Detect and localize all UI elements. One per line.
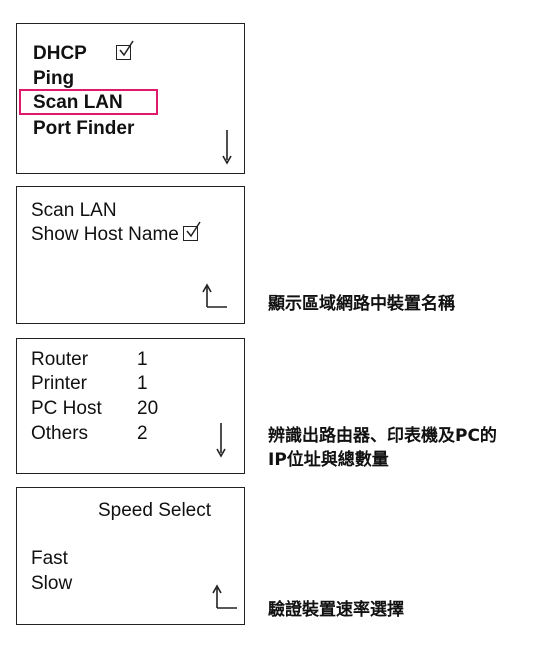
result-count: 20 [137,398,159,419]
ip-count-note-line1: 辨識出路由器、印表機及PC的 [268,426,497,446]
ip-count-note-line2: IP位址與總數量 [268,450,389,470]
show-host-name-checkbox[interactable] [182,221,201,241]
return-arrow-icon[interactable] [199,283,229,311]
return-arrow-icon[interactable] [209,584,239,612]
speed-select-title: Speed Select [98,500,212,521]
speed-option-fast[interactable]: Fast [31,548,68,569]
speed-option-slow[interactable]: Slow [31,573,73,594]
result-row-router: Router 1 [31,348,148,371]
result-count: 1 [137,349,148,370]
result-label: PC Host [31,398,102,419]
menu-item-ping[interactable]: Ping [33,67,74,90]
host-name-note: 顯示區域網路中裝置名稱 [268,294,455,314]
menu-item-dhcp-label: DHCP [33,43,87,64]
result-label: Router [31,349,89,370]
menu-item-dhcp[interactable]: DHCP [33,40,134,65]
menu-item-port-finder-label: Port Finder [33,118,135,139]
menu-item-ping-label: Ping [33,68,75,89]
menu-item-scan-lan-label: Scan LAN [33,92,123,113]
result-label: Printer [31,373,87,394]
scan-lan-title: Scan LAN [31,200,117,221]
speed-select-panel: Speed Select Fast Slow [16,487,245,625]
result-row-printer: Printer 1 [31,372,148,395]
result-row-others: Others 2 [31,422,148,445]
result-label: Others [31,423,89,444]
scan-lan-panel: Scan LAN Show Host Name [16,186,245,324]
ip-count-note: 辨識出路由器、印表機及PC的 IP位址與總數量 [268,424,497,472]
menu-panel: DHCP Ping Scan LAN Port Finder [16,23,245,174]
show-host-name-option[interactable]: Show Host Name [31,221,201,246]
speed-note: 驗證裝置速率選擇 [268,600,404,620]
result-count: 2 [137,423,148,444]
result-row-pc-host: PC Host 20 [31,397,158,420]
scan-results-panel: Router 1 Printer 1 PC Host 20 Others 2 [16,338,245,474]
show-host-name-label: Show Host Name [31,224,179,245]
checkmark-icon [186,221,201,238]
arrow-down-icon[interactable] [213,423,229,459]
result-count: 1 [137,373,148,394]
selection-highlight [19,89,158,115]
menu-item-scan-lan[interactable]: Scan LAN [33,91,123,114]
dhcp-checkbox[interactable] [115,40,134,60]
menu-item-port-finder[interactable]: Port Finder [33,117,134,140]
arrow-down-icon[interactable] [219,130,235,166]
checkmark-icon [119,40,134,57]
